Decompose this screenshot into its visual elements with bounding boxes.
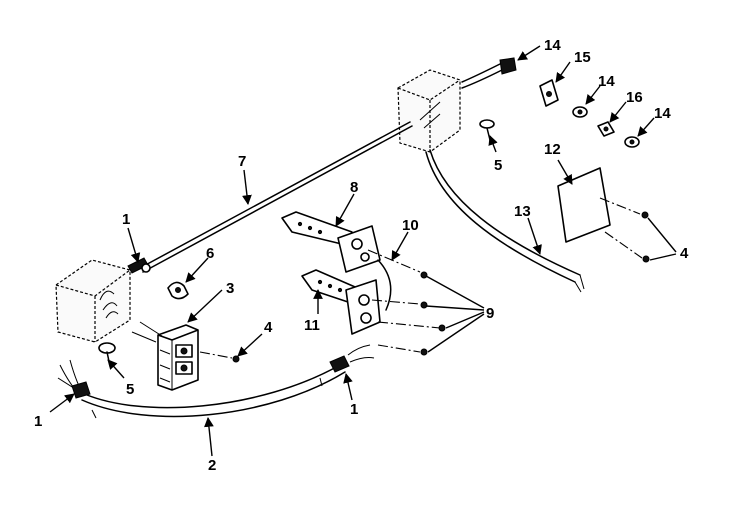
callout-5-right: 5 xyxy=(494,157,502,174)
part-8-bracket xyxy=(281,211,381,273)
part-14-nut-right xyxy=(624,136,640,148)
callout-5-left: 5 xyxy=(126,381,134,398)
part-13-wire xyxy=(425,149,585,293)
callout-1-left: 1 xyxy=(34,413,42,430)
part-16-washer xyxy=(597,121,615,137)
callout-3: 3 xyxy=(226,280,234,297)
callout-10: 10 xyxy=(402,217,419,234)
callout-6: 6 xyxy=(206,245,214,262)
callout-8: 8 xyxy=(350,179,358,196)
callout-16: 16 xyxy=(626,89,643,106)
part-3-switch xyxy=(131,321,199,391)
part-4-screw-left xyxy=(199,351,240,363)
left-junction-box xyxy=(55,259,131,343)
part-12-plate xyxy=(557,167,611,243)
part-4-screws-right xyxy=(599,197,650,263)
callout-14-middle: 14 xyxy=(598,73,615,90)
part-6-clip xyxy=(167,281,189,300)
part-14-nut-middle xyxy=(572,106,588,118)
callout-4-switch: 4 xyxy=(264,319,273,336)
part-7-rod xyxy=(127,121,413,274)
callout-4-plate: 4 xyxy=(680,245,689,262)
part-11-bracket xyxy=(301,269,381,335)
part-15-clip xyxy=(539,79,559,107)
callouts: 1 1 1 2 3 4 4 5 5 6 7 8 9 10 11 12 13 14… xyxy=(34,37,689,474)
leader-lines xyxy=(49,45,677,457)
part-2-harness xyxy=(57,344,375,419)
callout-9: 9 xyxy=(486,305,494,322)
callout-11: 11 xyxy=(304,317,320,334)
callout-1-top: 1 xyxy=(122,211,130,228)
callout-1-right: 1 xyxy=(350,401,358,418)
right-junction-box xyxy=(397,69,461,153)
callout-14-right: 14 xyxy=(654,105,671,122)
part-14-connector-top xyxy=(461,57,517,89)
callout-7: 7 xyxy=(238,153,246,170)
callout-13: 13 xyxy=(514,203,531,220)
part-5-screw-left xyxy=(98,342,116,367)
callout-2: 2 xyxy=(208,457,216,474)
callout-12: 12 xyxy=(544,141,561,158)
part-9-screws xyxy=(367,249,446,356)
callout-14-top: 14 xyxy=(544,37,561,54)
part-5-screw-right xyxy=(479,119,495,141)
part-10-spring xyxy=(377,259,392,311)
callout-15: 15 xyxy=(574,49,591,66)
